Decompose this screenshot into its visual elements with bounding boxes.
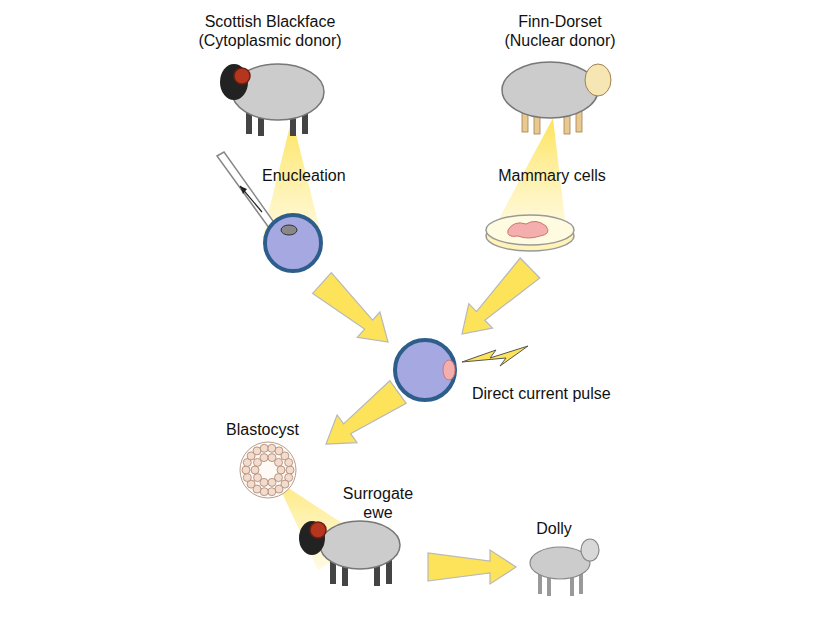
step-label: Enucleation [262,166,346,185]
blastocyst [240,442,296,498]
dolly-lamb [530,539,599,596]
process-arrow [428,550,516,584]
result-label: Dolly [536,519,572,538]
blackface-sheep [220,64,324,136]
surrogate-sheep [299,521,400,586]
finn-dorset-sheep [502,62,611,134]
petri-dish [486,215,574,251]
fused-cell [395,340,455,400]
process-arrow [462,258,540,334]
step-label: Direct current pulse [472,384,611,403]
lightning-bolt [462,346,528,366]
process-arrow [313,273,388,342]
stage-label: Blastocyst [226,420,299,439]
enucleation-pipette [217,152,278,232]
donor-caption: Scottish Blackface (Cytoplasmic donor) [183,12,358,50]
egg-cell [265,215,321,271]
step-label: Mammary cells [498,166,606,185]
donor-caption: Finn-Dorset (Nuclear donor) [490,12,630,50]
surrogate-label: Surrogate ewe [333,484,423,522]
process-arrow [326,381,406,444]
